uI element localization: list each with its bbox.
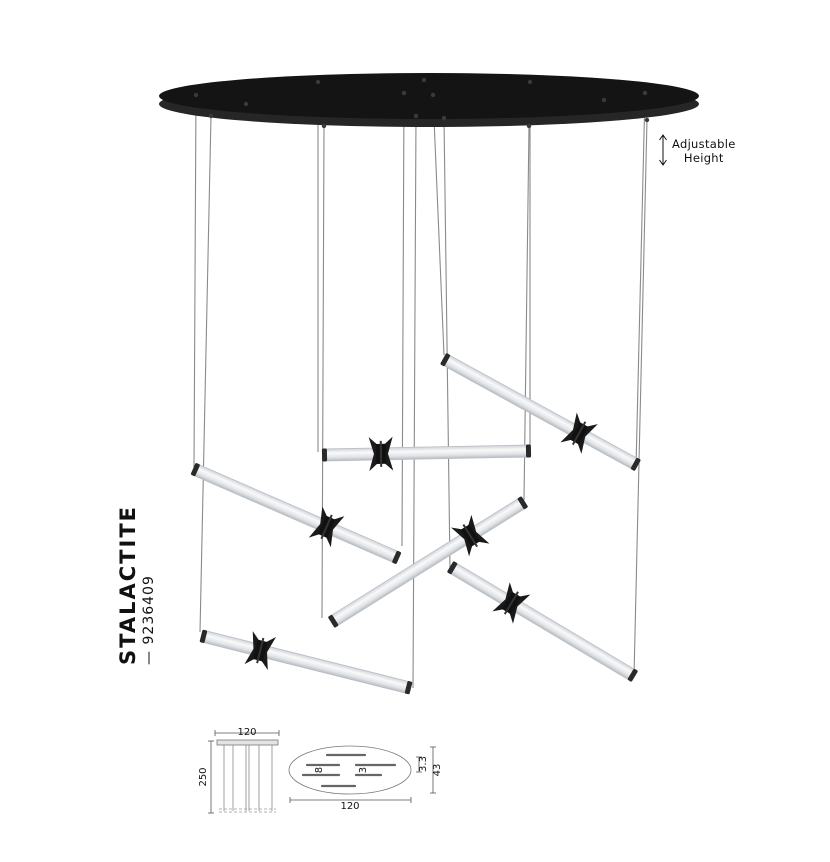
plan-width-label: 120 xyxy=(340,801,359,812)
adjustable-label-line2: Height xyxy=(683,151,724,165)
light-tube-1 xyxy=(190,463,402,564)
light-tube-2 xyxy=(321,436,532,472)
plan-inner-a-label: 8 xyxy=(314,767,325,773)
diffuser-ring-icon xyxy=(308,506,345,548)
plan-inner-b-label: 3 xyxy=(358,767,369,773)
light-tube-5 xyxy=(447,561,638,682)
adjustable-height-label: Adjustable Height xyxy=(672,137,736,165)
front-width-label: 120 xyxy=(237,727,256,738)
plan-view-drawing xyxy=(288,745,436,803)
light-tube-6 xyxy=(199,629,413,695)
adjustable-label-line1: Adjustable xyxy=(672,137,736,151)
front-height-label: 250 xyxy=(198,767,209,786)
product-name: STALACTITE xyxy=(116,505,140,665)
front-view-drawing xyxy=(208,730,280,814)
product-code: — 9236409 xyxy=(141,575,157,665)
light-tube-4 xyxy=(328,496,528,628)
plan-small-label: 3.3 xyxy=(418,756,429,772)
plan-depth-label: 43 xyxy=(432,764,443,777)
diffuser-ring-icon xyxy=(560,412,598,454)
product-title-block: STALACTITE — 9236409 xyxy=(116,505,158,665)
diffuser-ring-icon xyxy=(451,514,490,557)
ceiling-canopy xyxy=(159,73,699,129)
diffuser-ring-icon xyxy=(368,436,394,472)
light-tubes xyxy=(190,353,641,695)
adjustable-height-arrow-icon xyxy=(659,134,667,166)
diffuser-ring-icon xyxy=(492,582,531,624)
canopy-mount-points xyxy=(193,77,650,129)
diffuser-ring-icon xyxy=(244,631,277,670)
light-tube-3 xyxy=(440,353,641,471)
suspension-wires xyxy=(193,82,648,689)
